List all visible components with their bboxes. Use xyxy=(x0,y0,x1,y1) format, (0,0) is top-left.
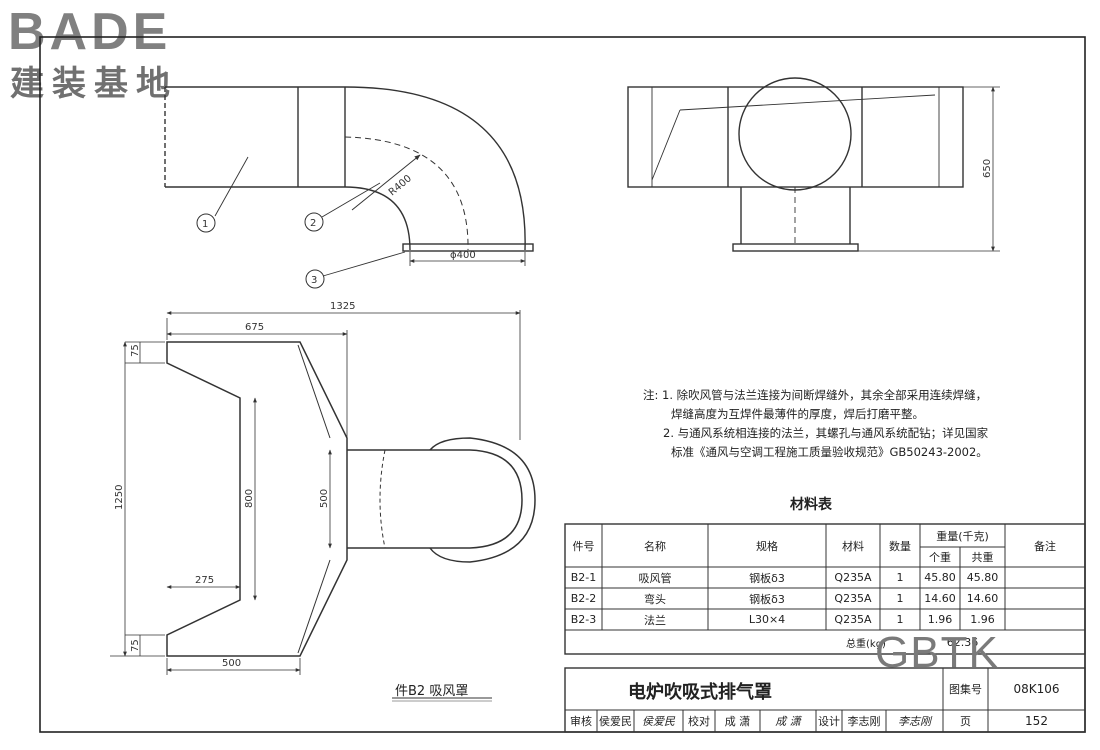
check-label: 校对 xyxy=(688,715,710,728)
header-name: 名称 xyxy=(644,539,666,553)
table-cell: Q235A xyxy=(834,571,872,584)
total-value: 62.36 xyxy=(946,635,979,649)
notes-block: 注: 1. 除吹风管与法兰连接为间断焊缝外，其余全部采用连续焊缝， 焊缝高度为互… xyxy=(643,386,1063,462)
callout-3: 3 xyxy=(305,251,406,289)
side-view xyxy=(164,86,534,252)
table-cell: B2-3 xyxy=(570,613,597,626)
header-total-weight: 共重 xyxy=(971,551,994,564)
reviewer-name: 侯爱民 xyxy=(599,715,632,728)
dim-75-bottom: 75 xyxy=(130,639,141,652)
designer-name: 李志刚 xyxy=(847,715,881,728)
table-cell: 1.96 xyxy=(927,613,953,626)
table-cell: L30×4 xyxy=(748,613,786,626)
dim-1325: 1325 xyxy=(330,301,355,312)
header-remarks: 备注 xyxy=(1034,539,1056,553)
dim-650: 650 xyxy=(982,159,993,178)
note-line-2: 焊缝高度为互焊件最薄件的厚度，焊后打磨平整。 xyxy=(671,407,924,421)
plan-view xyxy=(166,341,536,657)
note-line-3: 2. 与通风系统相连接的法兰，其螺孔与通风系统配钻；详见国家 xyxy=(663,426,989,440)
front-view xyxy=(627,77,964,252)
table-cell: 14.60 xyxy=(966,592,999,605)
table-cell: 45.80 xyxy=(924,571,956,584)
header-weight: 重量(千克) xyxy=(936,529,989,543)
part-caption: 件B2 吸风罩 xyxy=(395,684,469,699)
dim-r400: R400 xyxy=(387,173,414,198)
table-cell: 弯头 xyxy=(644,592,666,606)
table-cell: 1.96 xyxy=(970,613,995,626)
header-unit-weight: 个重 xyxy=(929,551,951,564)
table-cell: 吸风管 xyxy=(638,571,672,585)
callout-1: 1 xyxy=(196,156,249,233)
table-cell: 1 xyxy=(896,592,904,605)
page-label: 页 xyxy=(960,715,971,728)
svg-text:2: 2 xyxy=(310,218,316,229)
header-qty: 数量 xyxy=(889,539,911,553)
table-cell: 钢板δ3 xyxy=(749,571,785,585)
logo-brand: BADE xyxy=(8,3,172,61)
note-line-1: 1. 除吹风管与法兰连接为间断焊缝外，其余全部采用连续焊缝， xyxy=(662,388,988,402)
notes-prefix: 注: xyxy=(643,388,659,402)
atlas-number: 08K106 xyxy=(1013,682,1060,696)
reviewer-signature: 侯爱民 xyxy=(642,715,675,728)
atlas-label: 图集号 xyxy=(949,683,982,696)
table-cell: B2-2 xyxy=(570,592,597,605)
design-label: 设计 xyxy=(818,715,840,728)
header-material: 材料 xyxy=(842,539,864,553)
table-cell: 1 xyxy=(896,613,904,626)
dim-275: 275 xyxy=(195,575,214,586)
svg-text:3: 3 xyxy=(311,275,317,286)
gbtk-watermark: GBTK xyxy=(875,628,999,677)
review-label: 审核 xyxy=(570,715,592,728)
dim-1250: 1250 xyxy=(114,485,125,510)
drawing-frame xyxy=(39,36,1086,733)
title-block-grid xyxy=(564,667,1086,733)
drawing-title: 电炉吹吸式排气罩 xyxy=(628,682,772,703)
dim-500-bottom: 500 xyxy=(222,658,241,669)
material-table-title: 材料表 xyxy=(790,497,832,513)
dim-75-top: 75 xyxy=(130,344,141,357)
designer-signature: 李志刚 xyxy=(898,715,931,728)
table-cell: 法兰 xyxy=(644,613,666,627)
dim-675: 675 xyxy=(245,322,264,333)
header-part-no: 件号 xyxy=(572,539,595,553)
note-line-4: 标准《通风与空调工程施工质量验收规范》GB50243-2002。 xyxy=(671,445,988,459)
table-cell: 14.60 xyxy=(924,592,956,605)
table-cell: B2-1 xyxy=(570,571,597,584)
logo-subtitle: 建装基地 xyxy=(10,64,178,104)
total-label: 总重(kg) xyxy=(846,638,886,650)
callout-2: 2 xyxy=(304,182,381,232)
table-cell: 1 xyxy=(896,571,904,584)
bade-logo: BADE 建装基地 xyxy=(8,4,218,104)
table-cell: 钢板δ3 xyxy=(749,592,785,606)
table-cell: Q235A xyxy=(834,613,872,626)
checker-signature: 成 潇 xyxy=(775,715,801,728)
checker-name: 成 潇 xyxy=(724,715,751,728)
table-cell: 45.80 xyxy=(966,571,999,584)
table-cell: Q235A xyxy=(834,592,872,605)
svg-text:1: 1 xyxy=(202,219,208,230)
header-spec: 规格 xyxy=(756,539,778,553)
dim-800: 800 xyxy=(244,489,255,508)
material-table-grid xyxy=(564,523,1086,655)
page-number: 152 xyxy=(1025,714,1048,728)
dim-phi400: ϕ400 xyxy=(450,250,476,261)
dim-500-vertical: 500 xyxy=(319,489,330,508)
